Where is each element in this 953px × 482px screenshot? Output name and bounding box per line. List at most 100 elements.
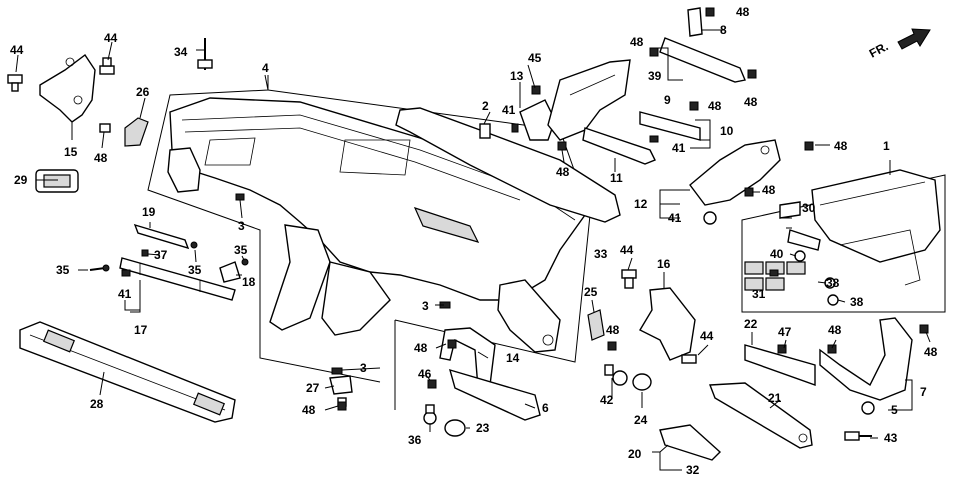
bolt-43 (844, 431, 872, 441)
callout-47: 47 (778, 325, 792, 339)
callout-21: 21 (768, 391, 782, 405)
front-direction-label: FR. (867, 39, 891, 60)
bracket-9 (659, 7, 746, 83)
callout-44-b: 44 (104, 31, 118, 45)
callout-1: 1 (883, 139, 890, 153)
bolt-42 (604, 364, 628, 386)
bracket-19 (133, 223, 190, 250)
callout-40: 40 (770, 247, 784, 261)
bracket-11 (582, 127, 656, 165)
callout-36: 36 (408, 433, 422, 447)
callout-44-d: 44 (700, 329, 714, 343)
bracket-large-upper (547, 59, 631, 141)
callout-37: 37 (154, 248, 168, 262)
callout-11: 11 (610, 171, 623, 185)
callout-20: 20 (628, 447, 642, 461)
callout-48-g: 48 (762, 183, 776, 197)
callout-14: 14 (506, 351, 520, 365)
callout-26: 26 (136, 85, 150, 99)
leader-lines (15, 29, 931, 471)
bracket-17 (119, 257, 236, 301)
callout-42: 42 (600, 393, 614, 407)
callout-17: 17 (134, 323, 148, 337)
callout-41-a: 41 (502, 103, 516, 117)
callout-48-e: 48 (708, 99, 722, 113)
callout-48-i: 48 (606, 323, 620, 337)
callout-13: 13 (510, 69, 524, 83)
callout-5: 5 (891, 403, 898, 417)
callout-24: 24 (634, 413, 648, 427)
callout-3-b: 3 (422, 299, 429, 313)
callout-7: 7 (920, 385, 927, 399)
screw-35-b (190, 241, 198, 249)
callout-48-k: 48 (924, 345, 938, 359)
callout-labels: 1 2 3 3 3 3 4 5 6 7 8 9 10 11 12 13 14 1… (10, 5, 938, 477)
callout-48-a: 48 (94, 151, 108, 165)
upper-bracket-bar (395, 107, 621, 223)
callout-15: 15 (64, 145, 78, 159)
callout-2: 2 (482, 99, 489, 113)
callout-16: 16 (657, 257, 671, 271)
callout-25: 25 (584, 285, 598, 299)
clip-46 (427, 379, 437, 389)
callout-30: 30 (802, 201, 816, 215)
callout-46: 46 (418, 367, 432, 381)
callout-48-m: 48 (302, 403, 316, 417)
vent-29 (35, 169, 79, 193)
callout-41-b: 41 (672, 141, 686, 155)
bracket-10 (639, 111, 701, 141)
callout-18: 18 (242, 275, 256, 289)
screw-35-c (241, 258, 249, 266)
callout-32: 32 (686, 463, 700, 477)
front-direction-arrow: FR. (867, 28, 931, 61)
callout-34: 34 (174, 45, 188, 59)
callout-38-a: 38 (826, 276, 840, 290)
pin-2 (479, 123, 491, 139)
callout-3-c: 3 (360, 361, 367, 375)
screw-35-a (89, 264, 110, 272)
callout-48-j: 48 (828, 323, 842, 337)
callout-27: 27 (306, 381, 320, 395)
callout-23: 23 (476, 421, 490, 435)
bolt-44-right (681, 354, 697, 364)
callout-10: 10 (720, 124, 734, 138)
callout-28: 28 (90, 397, 104, 411)
callout-6: 6 (542, 401, 549, 415)
bolt-44-upper (99, 57, 115, 75)
callout-48-c: 48 (630, 35, 644, 49)
airbag-module-frame (741, 169, 946, 313)
callout-44-a: 44 (10, 43, 24, 57)
lower-panel-28 (19, 321, 236, 423)
callout-48-h: 48 (556, 165, 570, 179)
callout-35-b: 35 (188, 263, 202, 277)
callout-22: 22 (744, 317, 758, 331)
bolt-36 (423, 404, 437, 425)
bracket-15 (39, 53, 96, 123)
callout-9: 9 (664, 93, 671, 107)
callout-29: 29 (14, 173, 28, 187)
callout-3-a: 3 (238, 219, 245, 233)
cap-23 (444, 419, 466, 437)
callout-35-c: 35 (234, 243, 248, 257)
bracket-7 (819, 317, 913, 401)
callout-41-c: 41 (668, 211, 682, 225)
bracket-16 (639, 287, 696, 361)
callout-19: 19 (142, 205, 156, 219)
vent-26 (124, 117, 149, 147)
callout-44-c: 44 (620, 243, 634, 257)
callout-48-l: 48 (414, 341, 428, 355)
bolt-48-left (99, 123, 111, 133)
fasteners (121, 7, 929, 411)
callout-8: 8 (720, 23, 727, 37)
callout-45: 45 (528, 51, 542, 65)
callout-41-d: 41 (118, 287, 132, 301)
callout-43: 43 (884, 431, 898, 445)
bracket-20 (659, 424, 722, 461)
callout-35-a: 35 (56, 263, 70, 277)
callout-33: 33 (594, 247, 608, 261)
callout-4: 4 (262, 61, 269, 75)
callout-48-d: 48 (744, 95, 758, 109)
callout-31: 31 (752, 287, 766, 301)
callout-38-b: 38 (850, 295, 864, 309)
callout-48-b: 48 (736, 5, 750, 19)
